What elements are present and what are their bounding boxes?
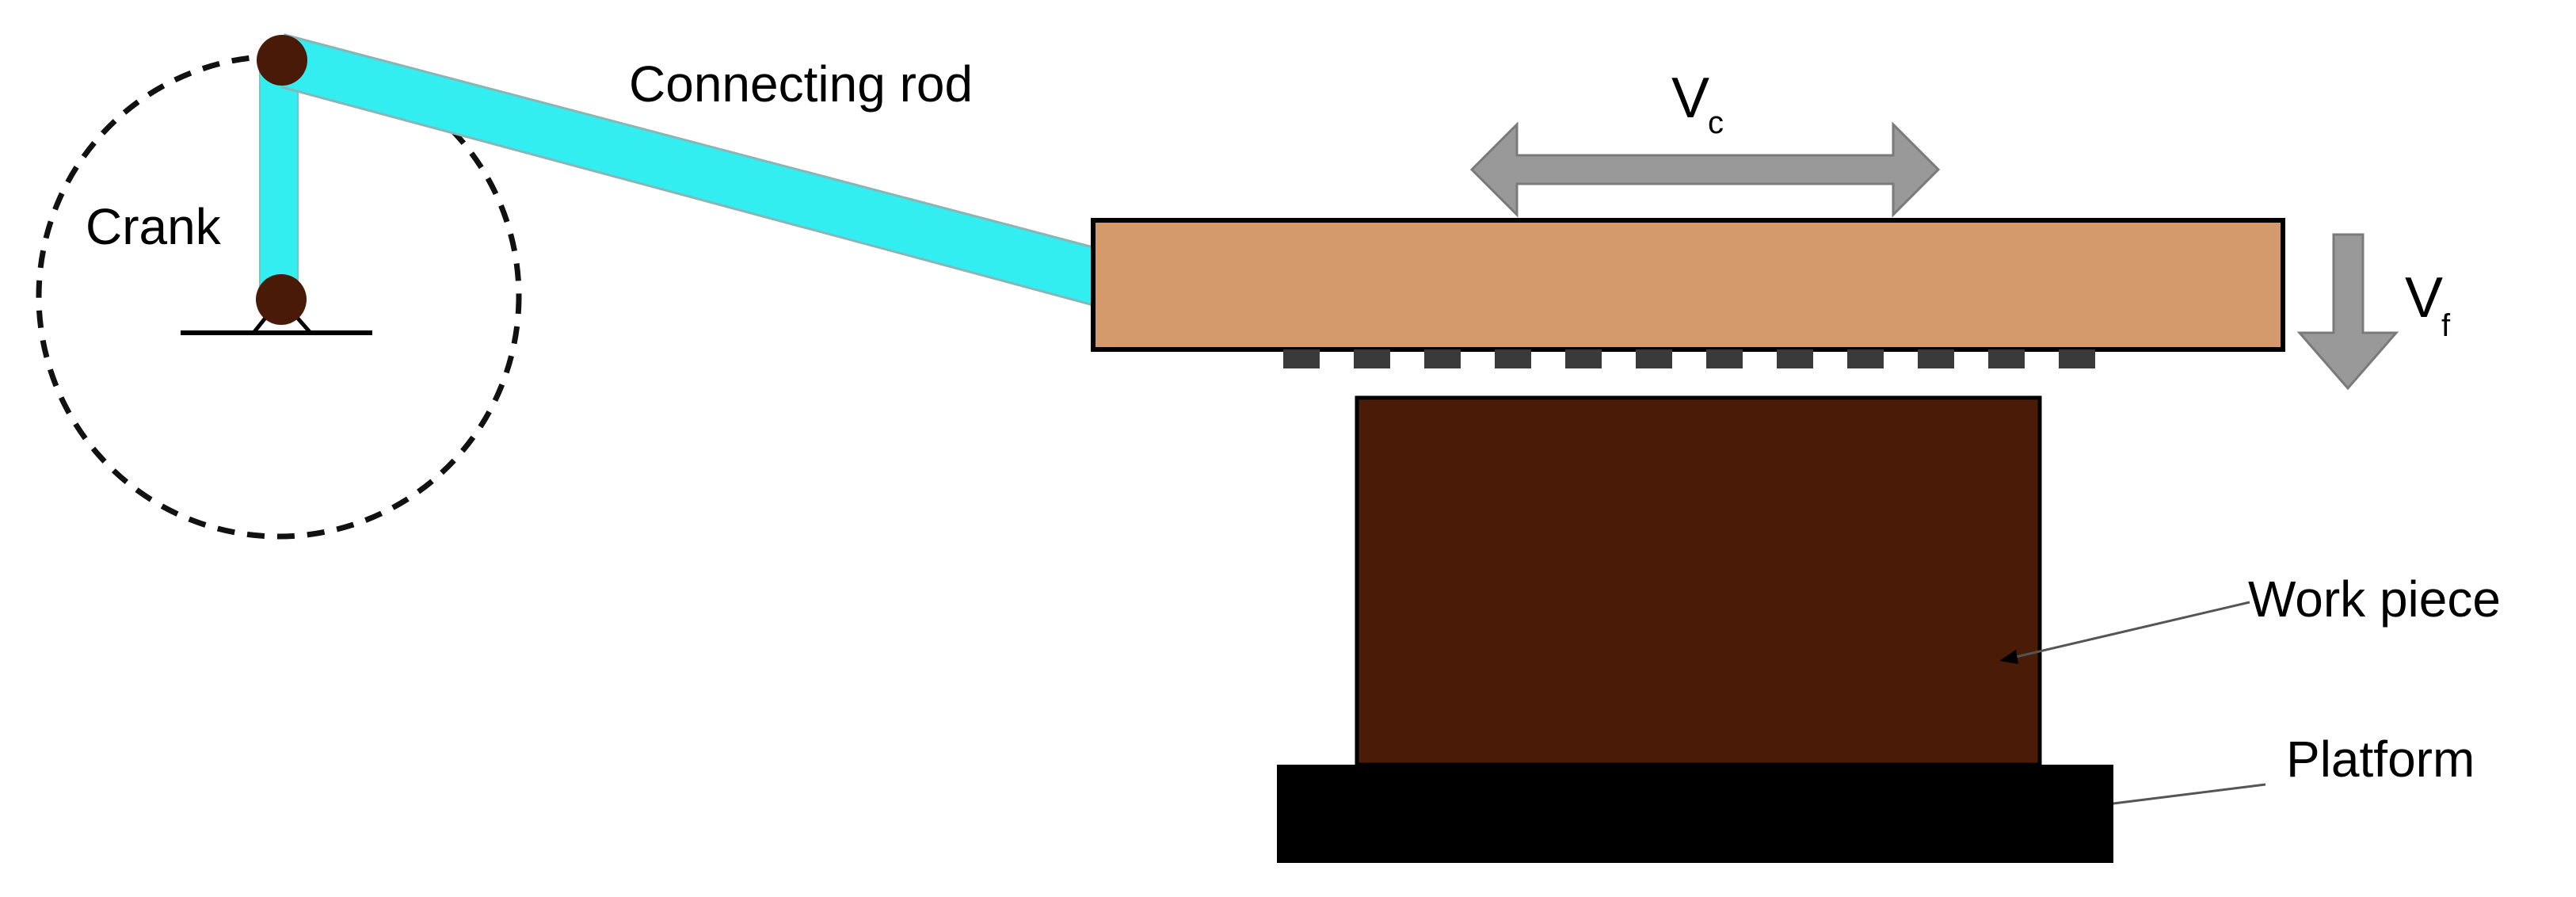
cutter-tooth (2059, 349, 2095, 368)
cutter-tooth (1706, 349, 1743, 368)
cutter-tooth (1918, 349, 1954, 368)
platform (1277, 765, 2113, 863)
cutter-tooth (1636, 349, 1672, 368)
feed-velocity-subscript: f (2441, 308, 2451, 343)
cutter-teeth (1283, 349, 2095, 368)
cutter-tooth (1354, 349, 1390, 368)
cutting-velocity-subscript: c (1708, 105, 1724, 140)
work-piece-leader-line (2005, 601, 2250, 661)
crank-base-pivot (256, 274, 307, 325)
crank-label: Crank (86, 198, 222, 255)
platform-leader-line (2113, 783, 2266, 805)
cutting-velocity-label: V (1671, 67, 1709, 130)
work-piece (1355, 395, 2042, 767)
crank-arm (259, 61, 299, 300)
cutter-tooth (1283, 349, 1320, 368)
cutter-tooth (1847, 349, 1884, 368)
work-piece-leader-arrowhead (1999, 650, 2018, 664)
cutter-body (1091, 218, 2285, 352)
feed-velocity-label: V (2405, 266, 2443, 330)
cutter-tooth (1988, 349, 2025, 368)
cutting-velocity-arrow (1469, 121, 1941, 218)
platform-label: Platform (2286, 731, 2475, 788)
cutter-tooth (1495, 349, 1531, 368)
crank-top-pivot (257, 35, 307, 86)
cutter-tooth (1424, 349, 1461, 368)
work-piece-label: Work piece (2248, 571, 2501, 628)
connecting-rod-label: Connecting rod (629, 55, 973, 113)
feed-velocity-arrow (2296, 233, 2399, 391)
cutter-tooth (1565, 349, 1602, 368)
cutter-tooth (1777, 349, 1813, 368)
